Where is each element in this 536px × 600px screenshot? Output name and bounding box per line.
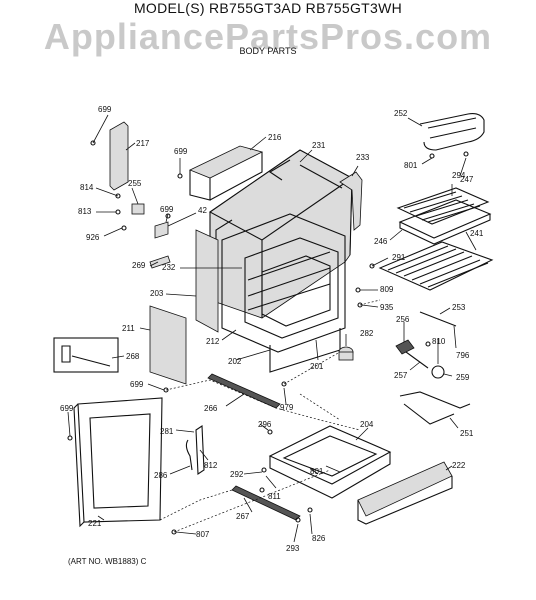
broiler-pan-drawing: [396, 187, 492, 245]
hinge-281: [195, 425, 205, 475]
callout-253: 253: [452, 303, 466, 312]
callout-291: 291: [392, 253, 406, 262]
callout-699: 699: [130, 380, 144, 389]
part-268-drawing: [53, 337, 119, 373]
callout-699: 699: [174, 147, 188, 156]
side-bracket-233: [339, 171, 363, 231]
callout-296: 296: [258, 420, 272, 429]
callout-699: 699: [98, 105, 112, 114]
callout-811: 811: [268, 492, 281, 501]
callout-286: 286: [154, 471, 168, 480]
callout-293: 293: [286, 544, 300, 553]
section-title: BODY PARTS: [239, 46, 297, 56]
callout-826: 826: [312, 534, 326, 543]
callout-813: 813: [78, 207, 92, 216]
oven-door-221-drawing: [73, 397, 163, 528]
callout-281: 281: [160, 427, 174, 436]
callout-233: 233: [356, 153, 370, 162]
assembly-lines: [159, 299, 381, 533]
callout-810: 810: [432, 337, 446, 346]
broil-element-252: [419, 113, 485, 151]
callout-979: 979: [280, 403, 294, 412]
callout-292: 292: [230, 470, 244, 479]
callout-809: 809: [380, 285, 394, 294]
callout-203: 203: [150, 289, 164, 298]
side-panel-203: [195, 229, 219, 333]
callout-269: 269: [132, 261, 146, 270]
callout-221: 221: [88, 519, 102, 528]
callout-201: 201: [310, 362, 324, 371]
callout-814: 814: [80, 183, 94, 192]
callout-216: 216: [268, 133, 282, 142]
side-panel-211: [149, 305, 187, 385]
callout-266: 266: [204, 404, 218, 413]
callout-926: 926: [86, 233, 100, 242]
callout-267: 267: [236, 512, 250, 521]
callout-812: 812: [204, 461, 218, 470]
callout-217: 217: [136, 139, 150, 148]
callout-42: 42: [198, 206, 207, 215]
watermark: AppliancePartsPros.com: [43, 16, 493, 57]
top-panel-216: [189, 145, 264, 179]
bake-element-251: [399, 391, 471, 425]
lamp-259: [431, 365, 445, 379]
callout-807: 807: [196, 530, 210, 539]
callout-204: 204: [360, 420, 374, 429]
bracket-42: [154, 221, 169, 239]
oven-rack-drawing: [378, 241, 494, 291]
art-number: (ART NO. WB1883) C: [68, 557, 147, 566]
callout-241: 241: [470, 229, 484, 238]
callout-294: 294: [452, 171, 466, 180]
callout-256: 256: [396, 315, 410, 324]
clip-255: [131, 203, 145, 215]
sensor-256: [395, 339, 415, 355]
callout-247: 247: [460, 175, 474, 184]
callout-212: 212: [206, 337, 220, 346]
callout-255: 255: [128, 179, 142, 188]
callout-282: 282: [360, 329, 374, 338]
callout-796: 796: [456, 351, 470, 360]
callout-801: 801: [404, 161, 418, 170]
callout-699: 699: [160, 205, 174, 214]
rail-267: [231, 485, 301, 521]
callout-232: 232: [162, 263, 176, 272]
callout-251: 251: [460, 429, 474, 438]
callout-222: 222: [452, 461, 466, 470]
rod-253: [419, 311, 457, 327]
oven-liner-drawing: [221, 213, 346, 373]
callout-202: 202: [228, 357, 242, 366]
callout-268: 268: [126, 352, 140, 361]
piece-269: [149, 255, 171, 269]
callout-231: 231: [312, 141, 326, 150]
callout-935: 935: [380, 303, 394, 312]
strip-266: [207, 373, 281, 409]
drawer-204-drawing: [268, 425, 392, 499]
callout-801: 801: [310, 467, 324, 476]
callout-211: 211: [122, 324, 135, 333]
callout-252: 252: [394, 109, 408, 118]
oven-body-drawing: [208, 149, 354, 319]
callout-labels: 699 217 216 699 231 233 252 801 294 814 …: [60, 105, 484, 553]
leader-lines: [67, 114, 477, 543]
callout-699: 699: [60, 404, 74, 413]
callout-246: 246: [374, 237, 388, 246]
model-title: MODEL(S) RB755GT3AD RB755GT3WH: [133, 0, 403, 16]
vertical-bracket-217: [109, 121, 129, 191]
callout-259: 259: [456, 373, 470, 382]
callout-257: 257: [394, 371, 408, 380]
